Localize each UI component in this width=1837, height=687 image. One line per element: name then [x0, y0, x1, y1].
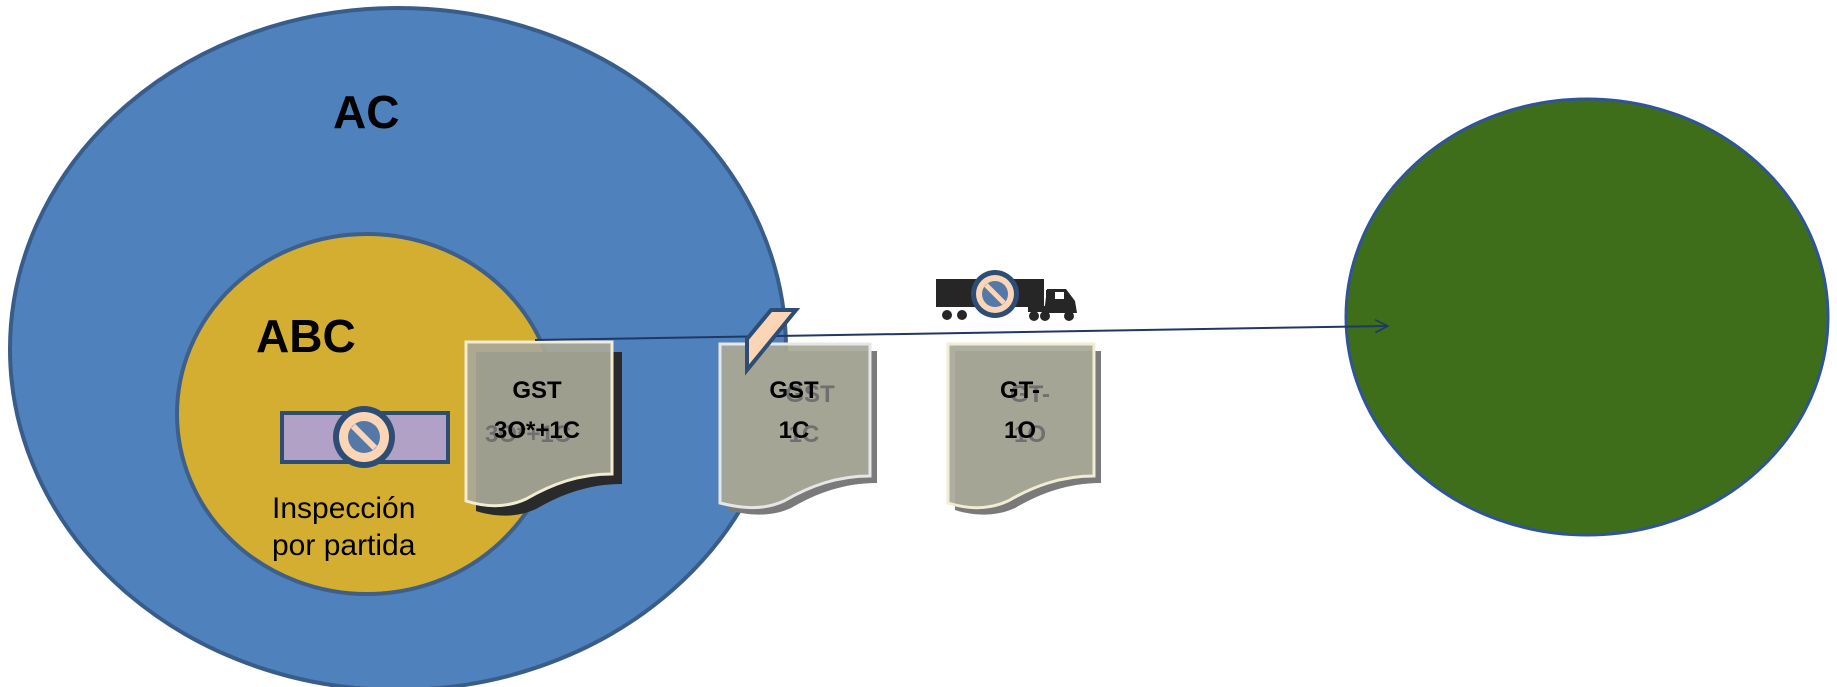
- truck-prohibited-sign-icon: [971, 270, 1019, 318]
- inner-region-label: ABC: [256, 310, 356, 362]
- outer-region-label: AC: [333, 86, 399, 138]
- document-gt-1o: GT- 1O GT- 1O: [946, 342, 1101, 515]
- document-3-ghost-line2: 1O: [1014, 421, 1046, 448]
- document-gst-3o-1c: 3O*+1C GST 3O*+1C: [464, 340, 622, 516]
- document-2-line2: 1C: [779, 417, 810, 444]
- document-3-line2: 1O: [1004, 417, 1036, 444]
- tag-icon: [745, 308, 801, 376]
- document-3-line1: GT-: [1000, 377, 1040, 404]
- document-1-ghost-line2: 3O*+1C: [485, 421, 571, 448]
- inspection-caption-line2: por partida: [272, 529, 416, 562]
- document-3-ghost-line1: GT-: [1010, 381, 1050, 408]
- flow-arrow: [534, 326, 1388, 341]
- document-1-line1: GST: [512, 377, 562, 404]
- blocked-barrier-icon: [280, 406, 450, 468]
- document-2-ghost-line2: 1C: [789, 421, 820, 448]
- destination-region-ellipse: [1344, 97, 1830, 537]
- document-2-ghost-line1: GST: [785, 381, 835, 408]
- document-gst-1c: GST 1C GST 1C: [718, 342, 877, 515]
- document-1-line2: 3O*+1C: [494, 417, 580, 444]
- document-2-line1: GST: [769, 377, 819, 404]
- truck-icon: [936, 270, 1077, 321]
- prohibited-sign-icon: [333, 406, 395, 468]
- inspection-caption-line1: Inspección: [272, 492, 415, 525]
